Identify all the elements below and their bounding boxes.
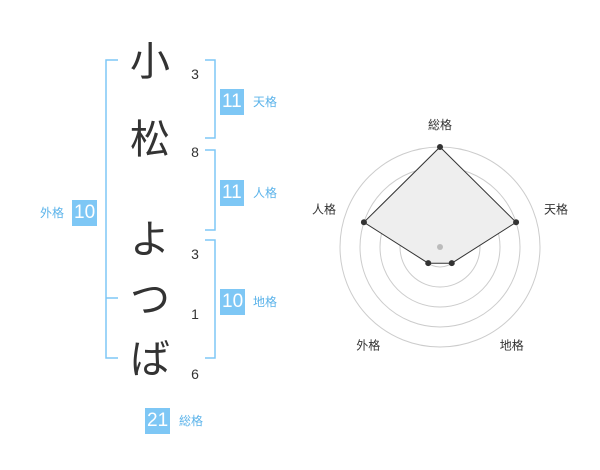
- chikaku-label: 地格: [253, 295, 278, 309]
- stroke-count-3: 3: [191, 246, 199, 262]
- stroke-count-1: 3: [191, 66, 199, 82]
- radar-center-dot: [437, 244, 443, 250]
- name-char-4: つ: [130, 277, 170, 323]
- jinkaku-badge: 11: [220, 180, 244, 206]
- radar-axis-label: 人格: [312, 201, 336, 216]
- gaikaku-badge: 10: [72, 200, 98, 226]
- outer-bracket: [105, 59, 118, 359]
- gaikaku-label: 外格: [40, 206, 65, 220]
- name-char-3: よ: [130, 217, 170, 263]
- tenkaku-label: 天格: [253, 95, 278, 109]
- radar-point: [425, 260, 432, 267]
- radar-axis-label: 地格: [500, 338, 524, 353]
- jin-bracket: [205, 149, 216, 231]
- soukaku-badge: 21: [145, 408, 171, 434]
- stroke-count-2: 8: [191, 144, 199, 160]
- stroke-count-4: 1: [191, 306, 199, 322]
- name-char-1: 小: [130, 39, 170, 85]
- jinkaku-label: 人格: [253, 186, 278, 200]
- chi-bracket: [205, 239, 216, 359]
- name-char-5: ば: [130, 337, 170, 383]
- radar-axis-label: 総格: [428, 117, 452, 132]
- name-char-2: 松: [130, 117, 170, 163]
- radar-polygon: [363, 146, 517, 264]
- radar-point: [360, 219, 367, 226]
- soukaku-label: 総格: [179, 414, 204, 428]
- radar-point: [448, 260, 455, 267]
- radar-point: [437, 144, 443, 150]
- radar-points: [360, 144, 520, 267]
- ten-bracket: [205, 59, 216, 139]
- radar-axis-label: 天格: [544, 201, 568, 216]
- radar-point: [513, 219, 520, 226]
- chikaku-badge: 10: [220, 289, 246, 315]
- stroke-count-5: 6: [191, 366, 199, 382]
- tenkaku-badge: 11: [220, 89, 244, 115]
- radar-axis-label: 外格: [356, 338, 380, 353]
